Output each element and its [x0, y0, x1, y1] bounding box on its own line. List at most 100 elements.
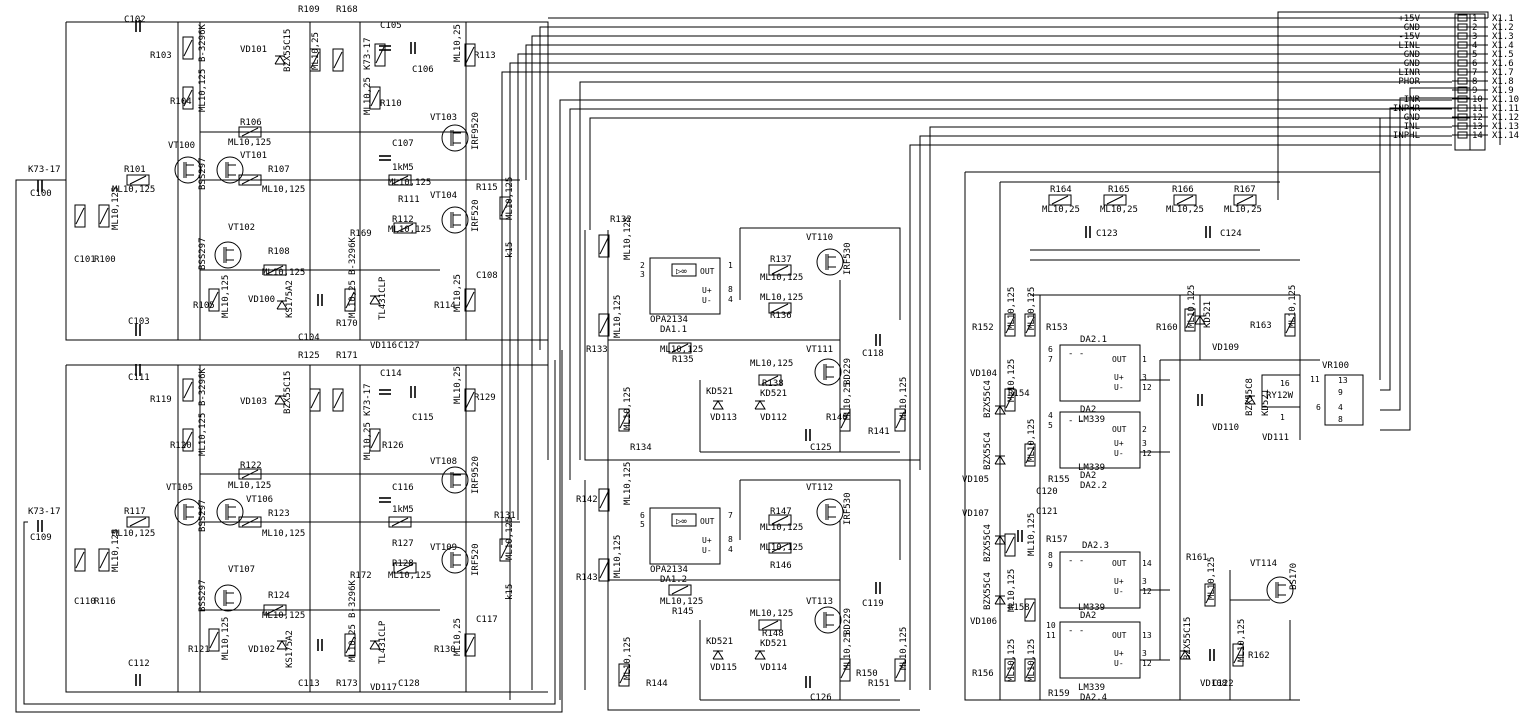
label-r108: R108	[268, 247, 290, 257]
svg-text:6: 6	[1048, 345, 1053, 354]
svg-text:16: 16	[1280, 379, 1290, 388]
connector-signal: PHOR	[1398, 77, 1420, 87]
svg-text:OUT: OUT	[1112, 631, 1127, 640]
label-r137-val: ML10,125	[760, 273, 803, 283]
resistor-body	[98, 204, 110, 228]
label-vt103: VT103	[430, 113, 457, 123]
svg-text:3: 3	[1142, 649, 1147, 658]
label-vt110-type: IRF530	[843, 242, 853, 275]
label-c108: C108	[476, 271, 498, 281]
label-c103: C103	[128, 317, 150, 327]
label-c119: C119	[862, 599, 884, 609]
resistor-body	[344, 288, 356, 312]
label-r127-k: 1kM5	[392, 505, 414, 515]
label-c106: C106	[412, 65, 434, 75]
label-vt104: VT104	[430, 191, 457, 201]
label-r112: R112	[392, 215, 414, 225]
svg-text:LM339: LM339	[1078, 415, 1105, 425]
label-r133: R133	[586, 345, 608, 355]
svg-text:U-: U-	[1114, 659, 1124, 668]
label-c128: C128	[398, 679, 420, 689]
connector-pin-ref: X1.6	[1492, 59, 1514, 69]
transistor-body	[214, 584, 242, 612]
label-r153-val: ML10,125	[1027, 287, 1037, 330]
connector-pin-no: 8	[1472, 77, 1477, 87]
label-r159-val: ML10,125	[1027, 639, 1037, 682]
label-r164-val: ML10,25	[1042, 205, 1080, 215]
label-r143: R143	[576, 573, 598, 583]
resistor-body	[618, 663, 630, 687]
label-vd112: VD112	[760, 413, 787, 423]
capacitor	[805, 429, 811, 441]
resistor-body	[1024, 658, 1036, 682]
label-c121: C121	[1036, 507, 1058, 517]
capacitor	[317, 639, 323, 651]
label-r133-val: ML10,125	[613, 295, 623, 338]
label-c126: C126	[810, 693, 832, 703]
label-r160-val: ML10,125	[1187, 285, 1197, 328]
ic-blocks: ▷∞ OUT U+ U- 2 3 1 8 4 OPA2134 DA1.1 ▷∞ …	[640, 257, 1364, 703]
label-r119-val: B-3296K	[198, 367, 208, 406]
switch-vr100	[1324, 374, 1364, 426]
label-r145-val: ML10,125	[660, 597, 703, 607]
capacitor	[875, 582, 881, 594]
label-v1102: VT102	[228, 223, 255, 233]
capacitor	[379, 389, 391, 395]
connector-signal: GND	[1404, 59, 1420, 69]
label-r115: R115	[476, 183, 498, 193]
resistor-body	[1048, 194, 1072, 206]
transistor-body	[814, 606, 842, 634]
label-r126: R126	[382, 441, 404, 451]
resistor-body	[388, 516, 412, 528]
svg-text:13: 13	[1338, 376, 1348, 385]
svg-text:RY12W: RY12W	[1266, 391, 1294, 401]
resistor-body	[758, 619, 782, 631]
label-vt112-type: IRF530	[843, 492, 853, 525]
resistor-body	[598, 558, 610, 582]
resistor-body	[1004, 388, 1016, 412]
resistor-body	[598, 234, 610, 258]
svg-text:4: 4	[728, 295, 733, 304]
label-vd101: VD101	[240, 45, 267, 55]
connector-pin-ref: X1.1	[1492, 14, 1514, 24]
label-r128-val: ML10,125	[388, 571, 431, 581]
resistor-body	[894, 658, 906, 682]
da2-3-label: DA2.3	[1082, 541, 1109, 551]
label-r162: R162	[1248, 651, 1270, 661]
svg-text:2: 2	[1142, 425, 1147, 434]
label-c125: C125	[810, 443, 832, 453]
diode-body	[994, 455, 1006, 465]
label-vd105-type: BZX55C4	[983, 432, 993, 470]
resistor-body	[668, 342, 692, 354]
label-r123-val: ML10,125	[262, 529, 305, 539]
label-r122-val: ML10,125	[228, 481, 271, 491]
connector-signal: GND	[1404, 23, 1420, 33]
label-v1100-type: BSS297	[198, 157, 208, 190]
resistor-body	[1103, 194, 1127, 206]
capacitor	[1017, 530, 1023, 542]
label-vd104-type: BZX55C4	[983, 380, 993, 418]
resistor-body	[768, 514, 792, 526]
diode-body	[994, 535, 1006, 545]
resistor-body	[126, 174, 150, 186]
connector-signal: INR	[1404, 95, 1421, 105]
capacitor	[135, 20, 141, 32]
label-vd109-type: KD521	[1203, 301, 1213, 328]
capacitor	[135, 674, 141, 686]
svg-text:8: 8	[728, 535, 733, 544]
resistor-body	[839, 408, 851, 432]
label-r109-val: ML10,25	[311, 32, 321, 70]
opamp-da1-1	[649, 257, 721, 315]
svg-text:U+: U+	[1114, 373, 1124, 382]
label-r159: R159	[1048, 689, 1070, 699]
label-r161: R161	[1186, 553, 1208, 563]
transistor-body	[214, 241, 242, 269]
label-r145: R145	[672, 607, 694, 617]
label-vt107-type: BSS297	[198, 579, 208, 612]
components	[37, 20, 1296, 688]
transistor-body	[814, 358, 842, 386]
label-r138-val: ML10,125	[750, 359, 793, 369]
